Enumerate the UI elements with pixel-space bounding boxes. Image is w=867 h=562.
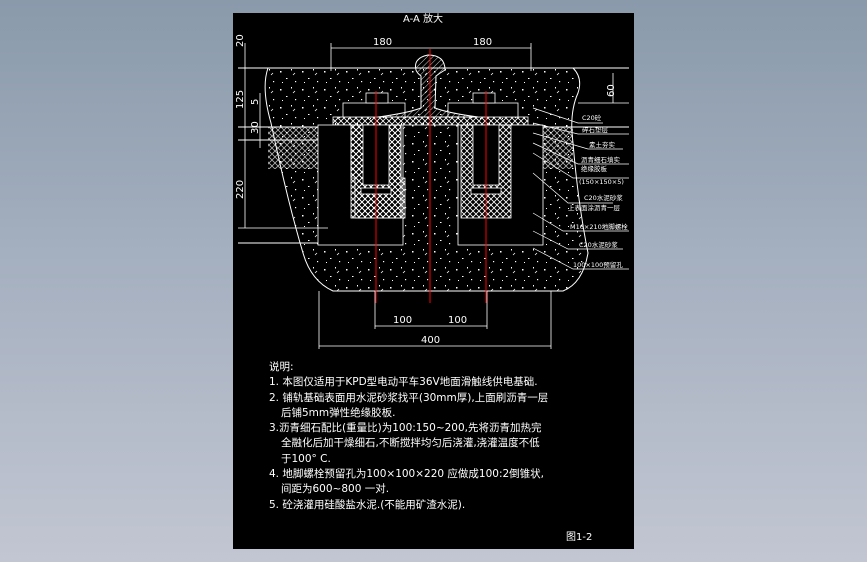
note-item: 于100° C. — [281, 452, 331, 465]
callout-anchor-bolt: M16×210地脚螺栓 — [570, 222, 628, 231]
callout-reserved-hole: 100×100预留孔 — [573, 260, 623, 269]
callout-c20-concrete: C20砼 — [582, 113, 602, 122]
note-item: 4. 地脚螺栓预留孔为100×100×220 应做成100:2倒锥状, — [269, 468, 545, 481]
note-item: 2. 铺轨基础表面用水泥砂浆找平(30mm厚),上面刷沥青一层 — [269, 391, 549, 404]
figure-number: 图1-2 — [566, 532, 593, 543]
section-drawing: A-A 放大 — [235, 13, 629, 349]
dim-bottom-total: 400 — [421, 335, 440, 346]
notes-heading: 说明: — [269, 361, 294, 373]
cad-drawing-canvas: A-A 放大 — [233, 13, 634, 549]
dim-5: 5 — [250, 99, 261, 105]
note-item: 后铺5mm弹性绝缘胶板. — [281, 406, 396, 419]
callout-insulation-plate: 绝缘胶板 — [581, 164, 608, 173]
note-item: 1. 本图仅适用于KPD型电动平车36V地面滑触线供电基础. — [269, 376, 538, 389]
dim-30: 30 — [250, 121, 261, 134]
dim-bottom-left: 100 — [393, 315, 412, 326]
rail-section — [377, 54, 479, 118]
note-item: 全融化后加干燥细石,不断搅拌均匀后浇灌,浇灌温度不低 — [281, 437, 540, 450]
note-item: 5. 砼浇灌用硅酸盐水泥.(不能用矿渣水泥). — [269, 498, 466, 511]
anchor-hole-right — [457, 124, 544, 246]
callout-plate-size: (150×150×5) — [579, 178, 624, 186]
note-item: 间距为600~800 一对. — [281, 483, 390, 496]
note-item: 3.沥青细石配比(重量比)为100:150~200,先将沥青加热完 — [269, 422, 542, 435]
callout-gravel-layer: 碎石垫层 — [582, 125, 609, 134]
callout-asphalt-coat: 上表面涂沥青一层 — [568, 203, 621, 212]
callout-c20-mortar-1: C20水泥砂浆 — [584, 193, 623, 202]
callout-tamped-soil: 素土夯实 — [589, 140, 616, 149]
callout-asphalt-fill: 沥青细石填实 — [581, 155, 621, 164]
dim-bottom-right: 100 — [448, 315, 467, 326]
drawing-notes: 说明: 1. 本图仅适用于KPD型电动平车36V地面滑触线供电基础. 2. 铺轨… — [269, 360, 629, 513]
dim-220: 220 — [235, 180, 246, 199]
dim-125: 125 — [235, 90, 246, 109]
drawing-title: A-A 放大 — [403, 13, 443, 25]
callout-c20-mortar-2: C20水泥砂浆 — [579, 240, 618, 249]
dim-20: 20 — [235, 34, 246, 47]
dim-60: 60 — [606, 84, 617, 97]
dim-top-right: 180 — [473, 37, 492, 48]
anchor-hole-left — [317, 124, 406, 246]
dim-top-left: 180 — [373, 37, 392, 48]
